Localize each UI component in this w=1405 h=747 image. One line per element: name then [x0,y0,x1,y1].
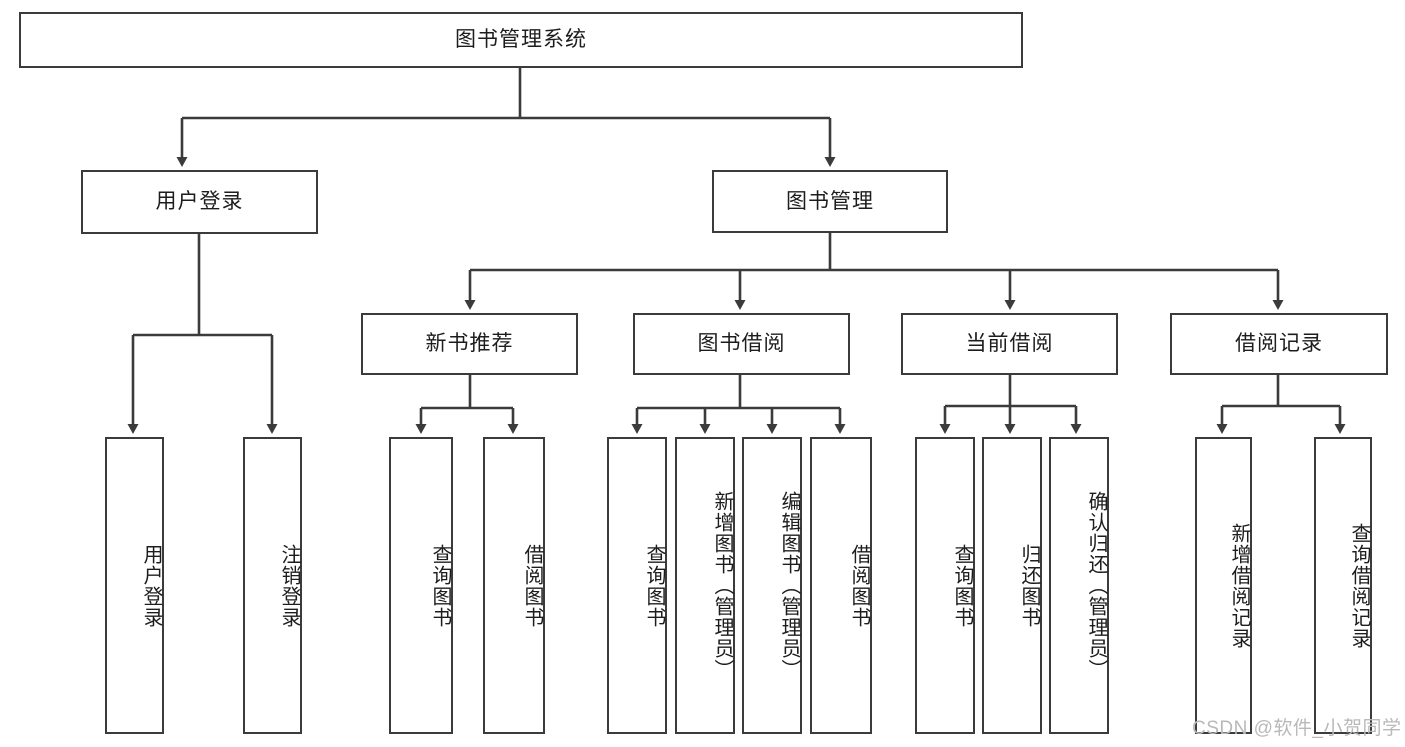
watermark-text: CSDN @软件_小贺同学 [1192,718,1402,739]
node-book-borrow[interactable]: 图书借阅 [633,313,850,375]
leaf-borrow-record-query[interactable]: 查询借阅记录 [1314,437,1372,734]
leaf-book-borrow-add[interactable]: 新增图书（管理员） [675,437,735,734]
leaf-user-login-logout[interactable]: 注销登录 [243,437,302,734]
node-new-book-recommend[interactable]: 新书推荐 [361,313,578,375]
leaf-new-book-borrow[interactable]: 借阅图书 [483,437,545,734]
leaf-book-borrow-edit[interactable]: 编辑图书（管理员） [742,437,802,734]
leaf-borrow-record-add[interactable]: 新增借阅记录 [1195,437,1252,734]
leaf-book-borrow-query[interactable]: 查询图书 [607,437,667,734]
leaf-new-book-query[interactable]: 查询图书 [389,437,453,734]
leaf-book-borrow-borrow[interactable]: 借阅图书 [810,437,872,734]
node-borrow-record[interactable]: 借阅记录 [1170,313,1388,375]
node-root-system[interactable]: 图书管理系统 [19,12,1023,68]
node-user-login[interactable]: 用户登录 [81,170,318,234]
leaf-current-borrow-confirm-return[interactable]: 确认归还（管理员） [1049,437,1109,734]
node-book-management[interactable]: 图书管理 [712,170,948,233]
leaf-current-borrow-query[interactable]: 查询图书 [915,437,975,734]
leaf-user-login-login[interactable]: 用户登录 [105,437,164,734]
leaf-current-borrow-return[interactable]: 归还图书 [982,437,1042,734]
node-current-borrow[interactable]: 当前借阅 [901,313,1118,375]
